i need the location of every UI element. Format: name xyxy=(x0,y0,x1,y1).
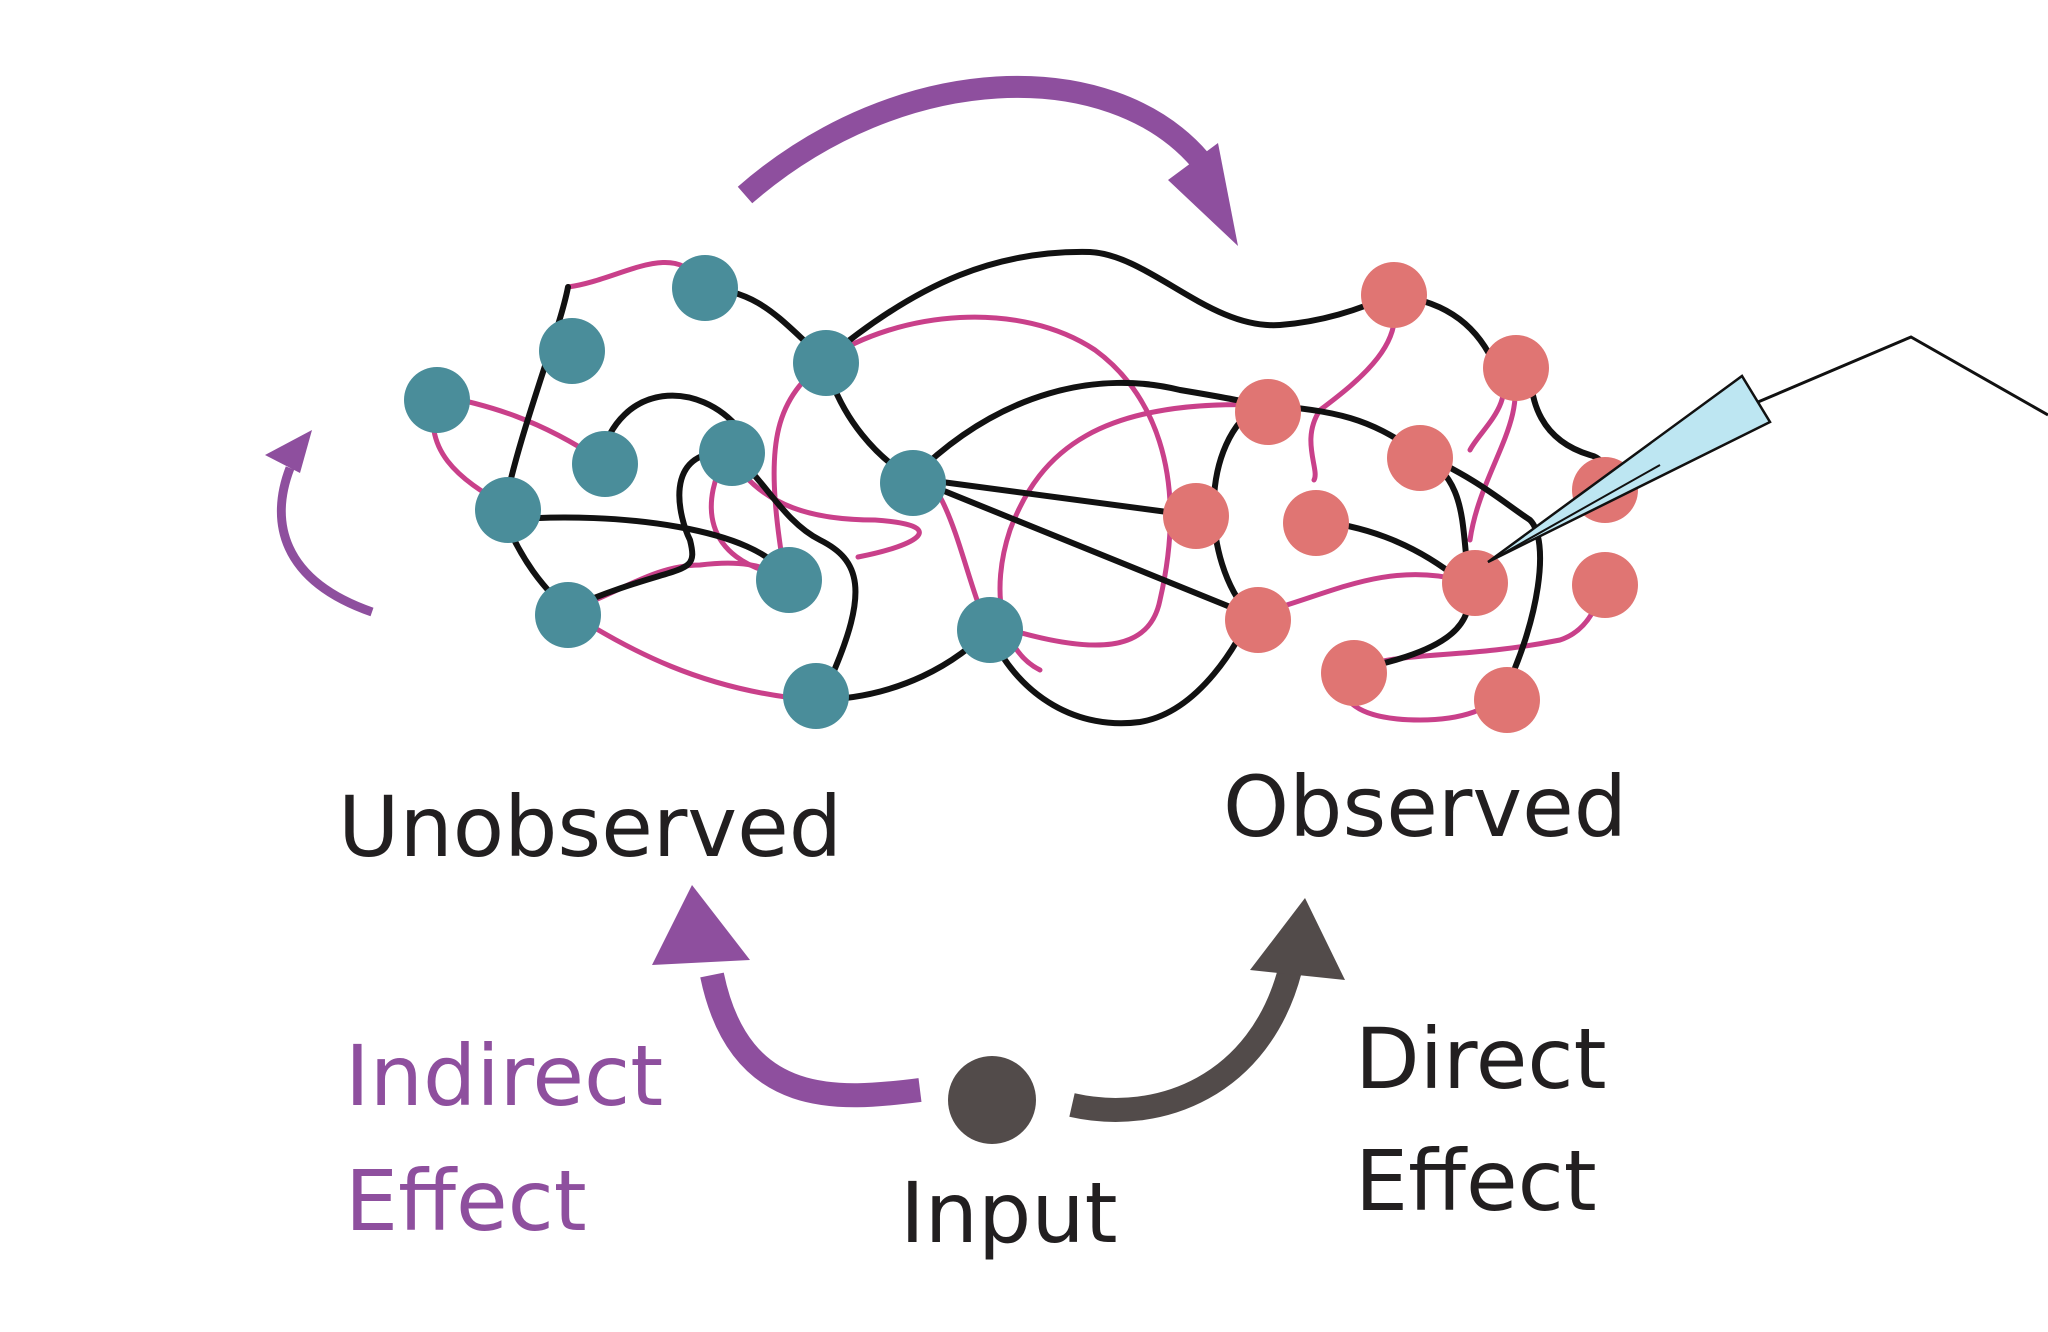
direct-effect-arrow xyxy=(1069,898,1345,1122)
pink-edge xyxy=(822,314,1173,648)
pipette-body xyxy=(1487,374,1772,564)
unobserved-node xyxy=(475,477,541,543)
black-edge xyxy=(985,612,1253,727)
pink-edge xyxy=(562,607,815,703)
observed-label: Observed xyxy=(1223,758,1627,856)
black-edge xyxy=(909,379,1263,481)
indirect-effect-label-line1: Indirect xyxy=(345,1027,663,1125)
observed-node xyxy=(1483,335,1549,401)
black-edge xyxy=(822,248,1393,363)
top-arrow-shaft xyxy=(737,75,1209,204)
black-edge xyxy=(909,475,1253,618)
unobserved-node xyxy=(793,330,859,396)
black-edge xyxy=(909,475,1193,518)
pipette-wire xyxy=(1757,335,2048,417)
feedback-arrow-head xyxy=(265,430,312,473)
unobserved-node xyxy=(672,255,738,321)
unobserved-node xyxy=(572,431,638,497)
unobserved-node xyxy=(880,450,946,516)
observed-nodes xyxy=(1163,262,1638,733)
observed-node xyxy=(1442,550,1508,616)
unobserved-node xyxy=(404,367,470,433)
observed-node xyxy=(1163,483,1229,549)
feedback-loop-arrow-icon xyxy=(265,430,374,617)
observed-node xyxy=(1474,667,1540,733)
input-label: Input xyxy=(900,1164,1118,1262)
top-influence-arrow xyxy=(737,75,1238,246)
top-arrow-head xyxy=(1168,143,1238,246)
observed-node xyxy=(1225,587,1291,653)
observed-node xyxy=(1283,490,1349,556)
observed-node xyxy=(1387,425,1453,491)
pink-edge xyxy=(1308,292,1398,483)
unobserved-nodes xyxy=(404,255,1023,729)
black-edge xyxy=(1257,402,1474,673)
indirect-effect-arrow xyxy=(652,885,922,1108)
direct-effect-label-line1: Direct xyxy=(1355,1010,1607,1108)
observed-node xyxy=(1235,379,1301,445)
direct-arrow-shaft xyxy=(1069,966,1302,1122)
black-edges xyxy=(502,248,1608,727)
unobserved-node xyxy=(783,663,849,729)
direct-arrow-head xyxy=(1250,898,1345,980)
unobserved-node xyxy=(756,547,822,613)
indirect-effect-label-line2: Effect xyxy=(345,1152,587,1250)
pink-edge xyxy=(725,449,922,560)
direct-effect-label-line2: Effect xyxy=(1355,1132,1597,1230)
unobserved-node xyxy=(535,582,601,648)
black-edge xyxy=(562,448,731,613)
black-edge xyxy=(502,514,788,579)
pipette-electrode xyxy=(1487,464,1661,563)
recording-pipette-icon xyxy=(1487,335,2048,564)
input-node xyxy=(948,1056,1036,1144)
unobserved-label: Unobserved xyxy=(338,778,842,876)
observed-node xyxy=(1361,262,1427,328)
indirect-arrow-head xyxy=(652,885,750,965)
black-edge xyxy=(502,284,571,508)
black-edge xyxy=(725,449,859,683)
indirect-arrow-shaft xyxy=(700,972,922,1108)
unobserved-node xyxy=(699,420,765,486)
unobserved-node xyxy=(539,318,605,384)
observed-node xyxy=(1572,552,1638,618)
unobserved-node xyxy=(957,597,1023,663)
black-edge xyxy=(1411,447,1544,700)
observed-node xyxy=(1321,640,1387,706)
feedback-arrow-shaft xyxy=(276,466,374,617)
